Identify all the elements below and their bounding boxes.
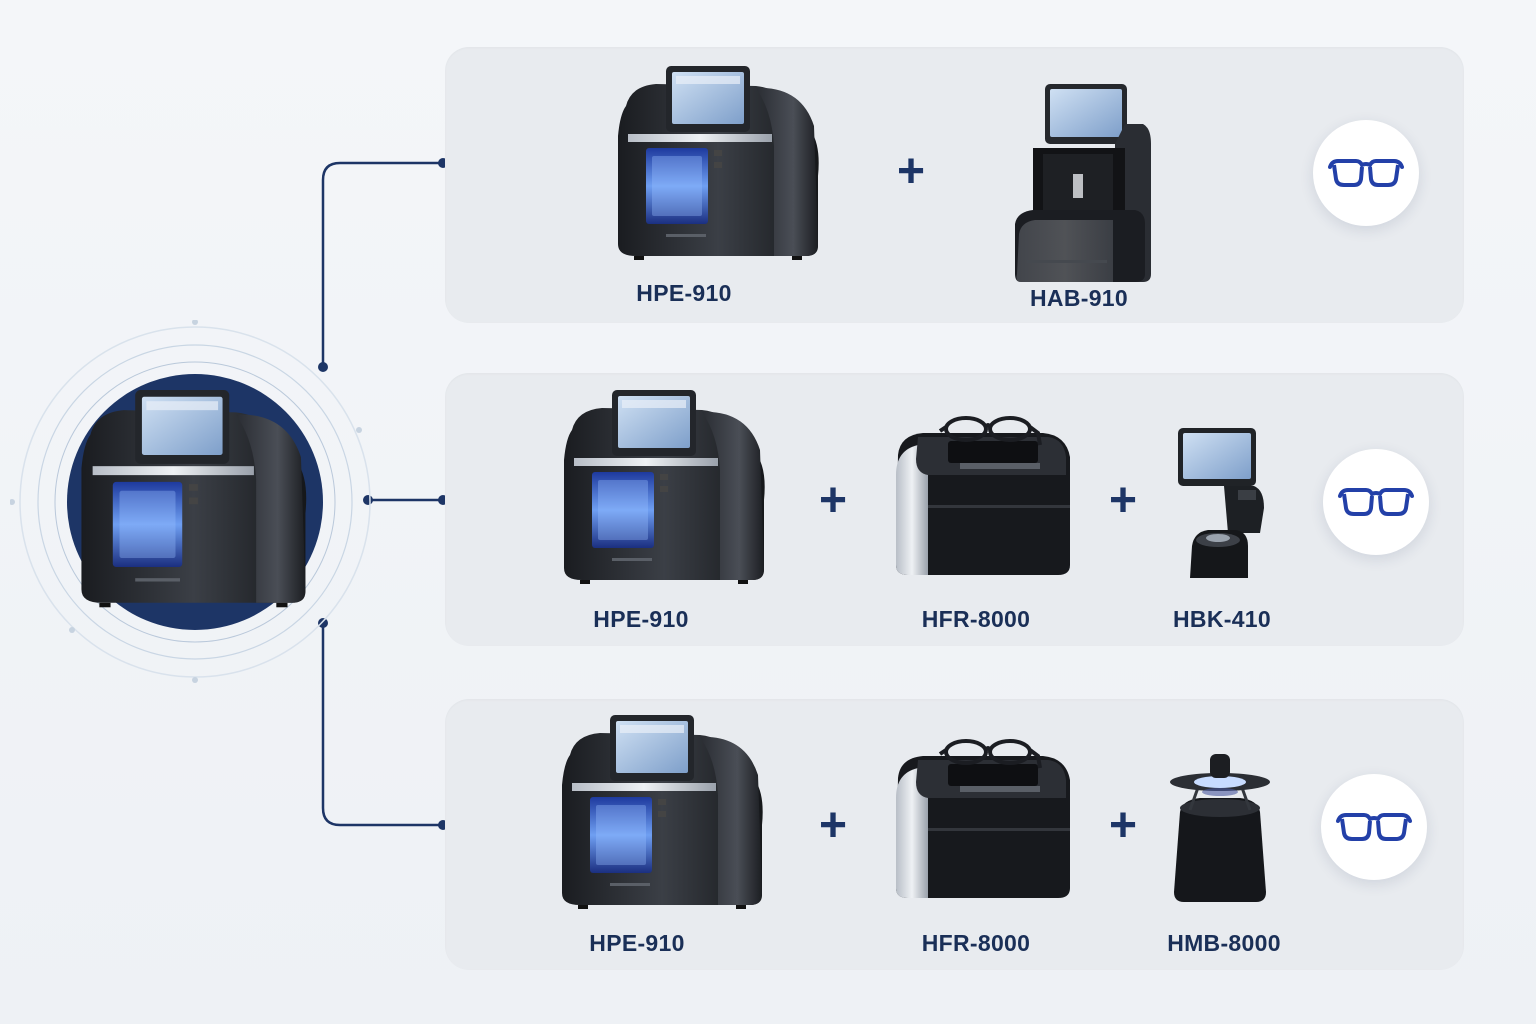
pattern-edger-device-icon (81, 390, 307, 608)
model-label: HFR-8000 (921, 930, 1031, 956)
blocker-icon (1168, 428, 1268, 580)
frame-tracer-icon (888, 738, 1078, 908)
pattern-edger-icon (552, 390, 772, 590)
glasses-icon (1336, 813, 1412, 841)
plus-sign: + (1108, 799, 1138, 852)
model-label: HMB-8000 (1167, 930, 1281, 956)
model-label: HPE-910 (593, 606, 689, 632)
plus-sign: + (896, 145, 926, 198)
auto-blocker-icon (1005, 84, 1155, 284)
model-label: HAB-910 (1030, 285, 1128, 311)
model-label: HPE-910 (636, 280, 732, 306)
plus-sign: + (818, 474, 848, 527)
result-circle (1323, 449, 1429, 555)
glasses-icon (1338, 488, 1414, 516)
glasses-icon (1328, 159, 1404, 187)
manual-blocker-icon (1160, 752, 1280, 904)
plus-sign: + (1108, 474, 1138, 527)
option-panel-1 (445, 47, 1464, 323)
result-circle (1313, 120, 1419, 226)
source-device (10, 320, 380, 690)
plus-sign: + (818, 799, 848, 852)
frame-tracer-icon (888, 415, 1078, 585)
model-label: HFR-8000 (921, 606, 1031, 632)
model-label: HPE-910 (589, 930, 685, 956)
pattern-edger-icon (606, 66, 826, 266)
result-circle (1321, 774, 1427, 880)
pattern-edger-icon (550, 715, 770, 915)
model-label: HBK-410 (1173, 606, 1271, 632)
